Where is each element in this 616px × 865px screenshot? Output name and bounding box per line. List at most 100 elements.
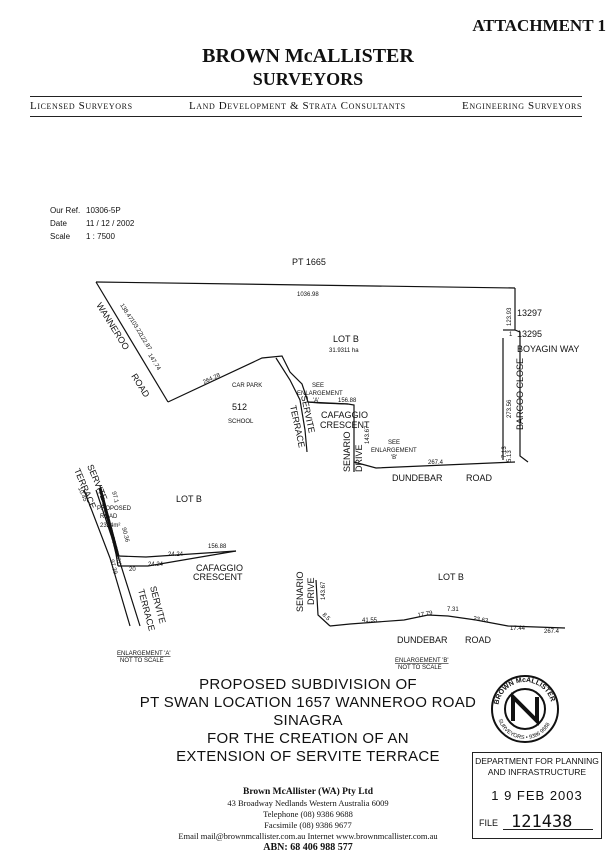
- title-line-3: SINAGRA: [273, 712, 343, 729]
- barcoo-dim-1: 123.93: [507, 307, 513, 326]
- enlargement-b-labels: SENARIO DRIVE 143.67 LOT B 8.5 41.55 17.…: [295, 571, 560, 671]
- enl-a-cafaggio-edge: [118, 550, 237, 567]
- enlargement-a-label: ENLARGEMENT: [297, 391, 343, 397]
- enl-a-dim-2424a: 24.24: [168, 552, 184, 558]
- subdivision-title: PROPOSED SUBDIVISION OF PT SWAN LOCATION…: [0, 676, 616, 766]
- service-1: Licensed Surveyors: [30, 100, 133, 112]
- wanneroo-road-edge: [95, 281, 169, 403]
- enlargement-b-label: ENLARGEMENT: [371, 448, 417, 454]
- dundebar-road-edge: [353, 461, 516, 469]
- service-2: Land Development & Strata Consultants: [188, 100, 406, 112]
- date-row: Date 11 / 12 / 2002: [50, 219, 134, 228]
- stamp-date: 1 9 FEB 2003: [491, 788, 583, 803]
- car-park-label: CAR PARK: [232, 383, 262, 389]
- main-plan-labels: PT 1665 1036.98 WANNEROO ROAD 138.47 103…: [94, 257, 579, 483]
- title-line-2: PT SWAN LOCATION 1657 WANNEROO ROAD: [139, 694, 477, 711]
- pt-label: PT 1665: [292, 257, 326, 267]
- service-3: Engineering Surveyors: [462, 100, 582, 112]
- enlargement-a-labels: SERVITE TERRACE 10.45 PROPOSED ROAD 2324…: [72, 463, 243, 664]
- footer-abn: ABN: 68 406 988 577: [263, 842, 353, 853]
- senario-label: SENARIO: [342, 431, 352, 472]
- header-rule-top: [30, 96, 582, 97]
- road-label: ROAD: [129, 372, 152, 400]
- school-label: SCHOOL: [228, 419, 254, 425]
- enl-b-senario-edge: [315, 579, 331, 627]
- lot-boundary-top: [95, 281, 516, 289]
- boyagin-way-label: BOYAGIN WAY: [517, 344, 579, 354]
- footer-web: Email mail@brownmcallister.com.au Intern…: [178, 831, 438, 841]
- stamp-dept-line2: AND INFRASTRUCTURE: [487, 767, 587, 777]
- enl-a-lot-edge: [117, 550, 237, 558]
- enl-b-caption: ENLARGEMENT 'B': [395, 658, 449, 664]
- header-rule-bottom: [30, 116, 582, 117]
- barcoo-dim-3: 7.13: [502, 446, 508, 458]
- stamp-dept-line1: DEPARTMENT FOR PLANNING: [475, 756, 599, 766]
- stamp-file-line: [503, 829, 593, 830]
- enl-b-drive: DRIVE: [306, 577, 316, 605]
- received-stamp: DEPARTMENT FOR PLANNING AND INFRASTRUCTU…: [472, 752, 602, 839]
- barcoo-east-edge: [514, 288, 529, 463]
- road-dim-3: 122.87: [137, 333, 152, 352]
- footer-company: Brown McAllister (WA) Pty Ltd: [243, 787, 373, 797]
- enl-a-cafaggio: CAFAGGIO: [196, 563, 243, 573]
- stamp-file-number: 121438: [511, 812, 573, 832]
- enl-b-dim-2: 41.55: [362, 618, 378, 624]
- enl-a-dim-1045: 10.45: [76, 486, 88, 503]
- lot-b-label: LOT B: [333, 334, 359, 344]
- logo-inner-ring: [504, 688, 546, 730]
- cafaggio-dim: 156.88: [338, 398, 357, 404]
- title-line-5: EXTENSION OF SERVITE TERRACE: [176, 748, 440, 765]
- crescent-label: CRESCENT: [320, 420, 370, 430]
- enl-b-dim-4: 7.31: [447, 607, 459, 613]
- enl-b-not-to-scale: NOT TO SCALE: [398, 665, 442, 671]
- stamp-file-label: FILE: [479, 818, 499, 828]
- drive-label: DRIVE: [354, 444, 364, 472]
- lot-area: 31.9311 ha: [329, 348, 359, 354]
- barcoo-close-label: BARCOO CLOSE: [515, 358, 525, 430]
- date-label: Date: [50, 219, 67, 228]
- enl-a-proposed-boundary: [98, 487, 120, 557]
- enl-b-dim-5: 23.63: [473, 616, 489, 625]
- enl-a-servite-edge-1: [83, 489, 131, 627]
- enl-b-dim-14367: 143.67: [321, 581, 327, 600]
- enl-a-proposed: PROPOSED: [97, 506, 132, 512]
- footer-telephone: Telephone (08) 9386 9688: [263, 809, 353, 819]
- enl-a-area: 2324m²: [100, 523, 120, 529]
- date-value: 11 / 12 / 2002: [86, 219, 135, 228]
- lot-13295: 13295: [517, 329, 542, 339]
- logo-n-mark: [511, 692, 539, 726]
- road-label-dundebar: ROAD: [466, 473, 493, 483]
- logo-outer-ring: [491, 675, 559, 743]
- ref-row: Our Ref. 10306-5P: [50, 206, 121, 215]
- enl-b-dundebar-edge: [329, 614, 566, 629]
- enl-a-lot-b: LOT B: [176, 494, 202, 504]
- enl-b-dim-1: 8.5: [321, 612, 332, 623]
- school-number: 512: [232, 402, 247, 412]
- services-line: Licensed Surveyors Land Development & St…: [30, 100, 582, 112]
- dundebar-label: DUNDEBAR: [392, 473, 443, 483]
- enl-b-dim-3: 17.79: [417, 610, 433, 619]
- footer-facsimile: Facsimile (08) 9386 9677: [264, 820, 352, 830]
- enlargement-b-linework: [315, 579, 566, 629]
- footer: Brown McAllister (WA) Pty Ltd 43 Broadwa…: [0, 787, 616, 853]
- enl-a-crescent: CRESCENT: [193, 572, 243, 582]
- firm-name: BROWN McALLISTER: [202, 45, 414, 67]
- servite-terrace-edge: [275, 357, 308, 453]
- enlargement-a-tag: 'A': [313, 398, 319, 404]
- enl-b-road: ROAD: [465, 635, 492, 645]
- ref-value: 10306-5P: [86, 206, 121, 215]
- car-park-dim: 264.28: [202, 372, 222, 385]
- title-line-4: FOR THE CREATION OF AN: [207, 730, 409, 747]
- senario-dim: 143.67: [365, 425, 371, 444]
- see-label-a: SEE: [312, 383, 324, 389]
- enlargement-a-linework: [83, 485, 237, 627]
- scale-label: Scale: [50, 232, 71, 241]
- lot-13297: 13297: [517, 308, 542, 318]
- enl-b-dim-6: 17.44: [510, 626, 526, 632]
- enl-a-dim-971: 97.1: [110, 491, 119, 504]
- enl-b-dim-7: 267.4: [544, 629, 560, 635]
- enl-a-dim-9036: 90.36: [120, 527, 130, 544]
- enl-a-caption: ENLARGEMENT 'A': [117, 651, 171, 657]
- ref-label: Our Ref.: [50, 206, 81, 215]
